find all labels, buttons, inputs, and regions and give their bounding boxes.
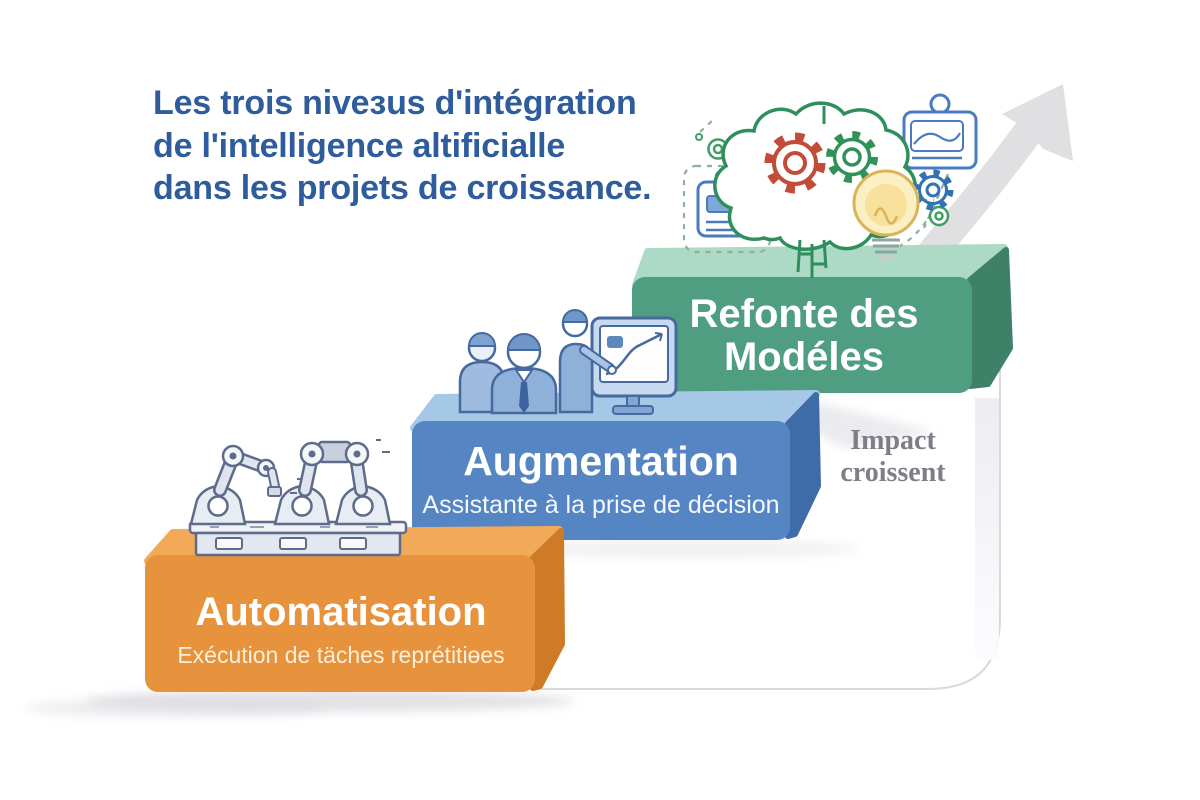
node-icon (928, 205, 950, 227)
audience-icon (458, 332, 558, 415)
photo-card-icon (902, 93, 978, 170)
lightbulb-icon (852, 169, 920, 262)
robot-arms-icon (188, 439, 408, 557)
presenter-monitor-icon (558, 309, 678, 415)
step-block-augmentation (410, 390, 821, 540)
ai-doodle-cluster (682, 93, 978, 278)
gear-red-icon (764, 132, 826, 194)
step-block-refonte (632, 244, 1013, 393)
gear-blue-icon (912, 169, 954, 211)
ground-shadows (25, 398, 935, 717)
gear-green-icon (826, 131, 878, 183)
